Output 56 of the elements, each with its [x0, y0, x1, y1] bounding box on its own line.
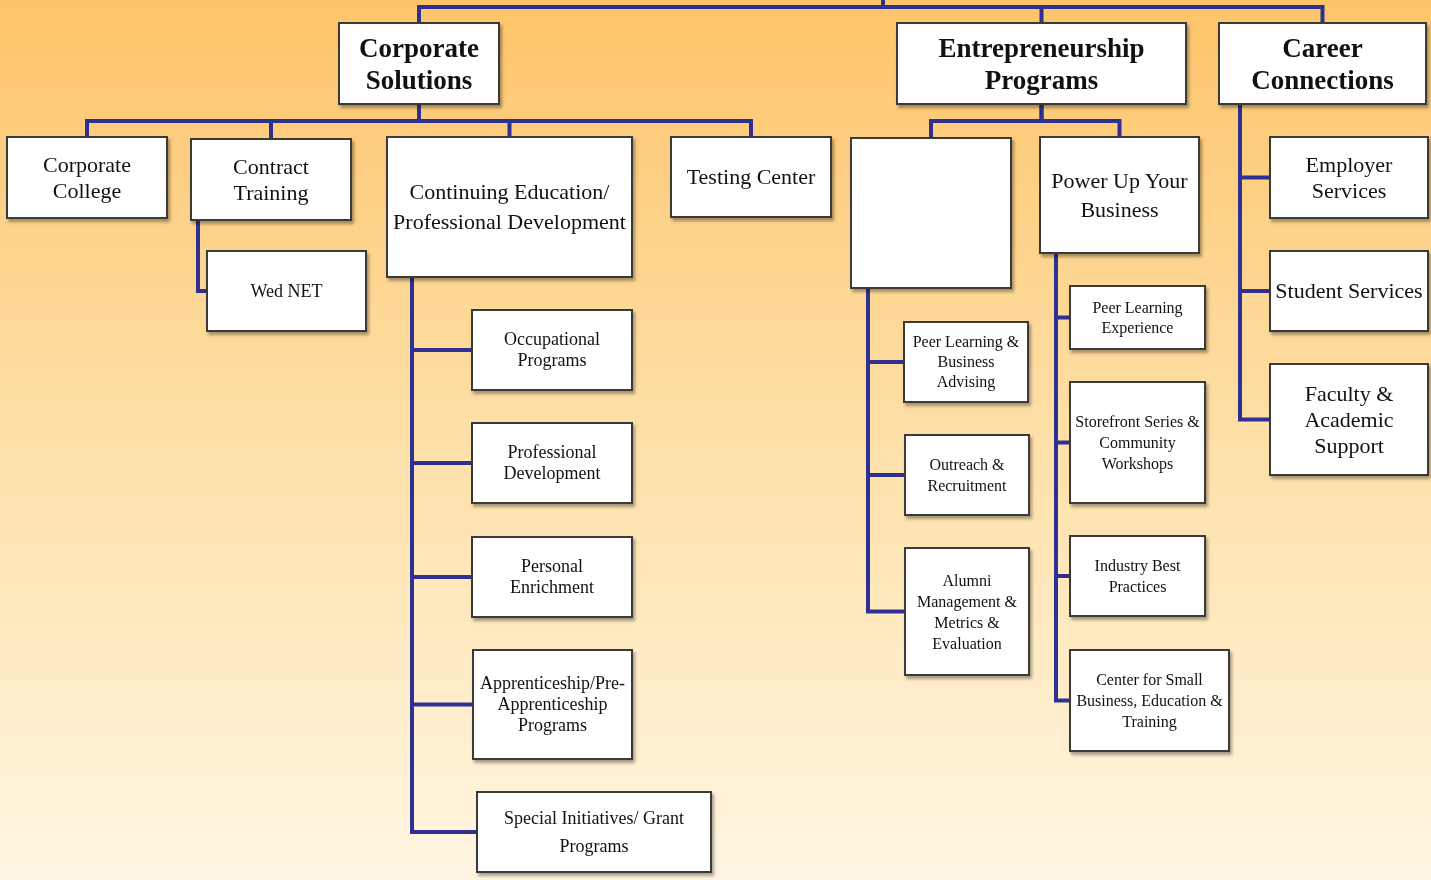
org-box: [1069, 381, 1206, 504]
box-label: Faculty & Academic Support: [1303, 380, 1395, 459]
box-label: Occupational Programs: [503, 329, 601, 371]
org-box: [1269, 363, 1429, 476]
box-label: Apprenticeship/Pre-Apprenticeship Programs: [479, 673, 626, 736]
org-box: [1218, 22, 1427, 105]
box-label: Peer Learning & Business Advising: [911, 332, 1021, 392]
box-label: Professional Development: [502, 442, 602, 484]
connector-line: [196, 221, 206, 293]
org-box: [903, 321, 1029, 403]
org-box: [1069, 285, 1206, 350]
org-box: [1269, 136, 1429, 219]
org-box: [190, 138, 352, 221]
box-label: Center for Small Business, Education & Training: [1075, 670, 1224, 732]
box-label: Storefront Series & Community Workshops: [1075, 412, 1200, 474]
org-box: [670, 136, 832, 218]
box-label: Special Initiatives/ Grant Programs: [503, 807, 685, 858]
connector-line: [417, 105, 753, 136]
org-box: [904, 434, 1030, 516]
org-box: [476, 791, 712, 873]
org-box: [1069, 535, 1206, 617]
connector-line: [866, 289, 904, 614]
box-label: Continuing Education/ Professional Development: [392, 178, 627, 236]
org-box: [904, 547, 1030, 676]
org-box: [386, 136, 633, 278]
org-box: [1069, 649, 1230, 752]
box-label: Corporate Solutions: [358, 31, 480, 96]
box-label: Contract Training: [232, 153, 310, 206]
org-box: [1039, 136, 1200, 254]
box-label: Career Connections: [1250, 31, 1395, 96]
org-box: [471, 536, 633, 618]
box-label: Outreach & Recruitment: [926, 455, 1008, 496]
org-box: [206, 250, 367, 332]
connector-line: [1039, 105, 1122, 136]
connector-line: [1238, 105, 1269, 422]
connector-line: [881, 0, 1325, 22]
org-box: [6, 136, 168, 219]
box-label: Wed NET: [250, 280, 323, 302]
box-label: Industry Best Practices: [1093, 556, 1182, 597]
box-label: Personal Enrichment: [509, 556, 595, 598]
box-label: Student Services: [1275, 278, 1423, 304]
org-box: [850, 137, 1012, 289]
org-box: [1269, 250, 1429, 332]
box-label: Alumni Management & Metrics & Evaluation: [916, 570, 1018, 654]
box-label: Entrepreneurship Programs: [937, 31, 1146, 96]
org-box: [472, 649, 633, 760]
org-box: [896, 22, 1187, 105]
box-label: Testing Center: [686, 164, 816, 190]
org-box: [471, 309, 633, 391]
box-label: Power Up Your Business: [1050, 167, 1189, 224]
connector-line: [1054, 254, 1069, 703]
org-box: [471, 422, 633, 504]
org-box: [338, 22, 500, 105]
box-label: Employer Services: [1304, 151, 1394, 204]
box-label: Corporate College: [42, 151, 132, 204]
box-label: Peer Learning Experience: [1091, 297, 1184, 338]
